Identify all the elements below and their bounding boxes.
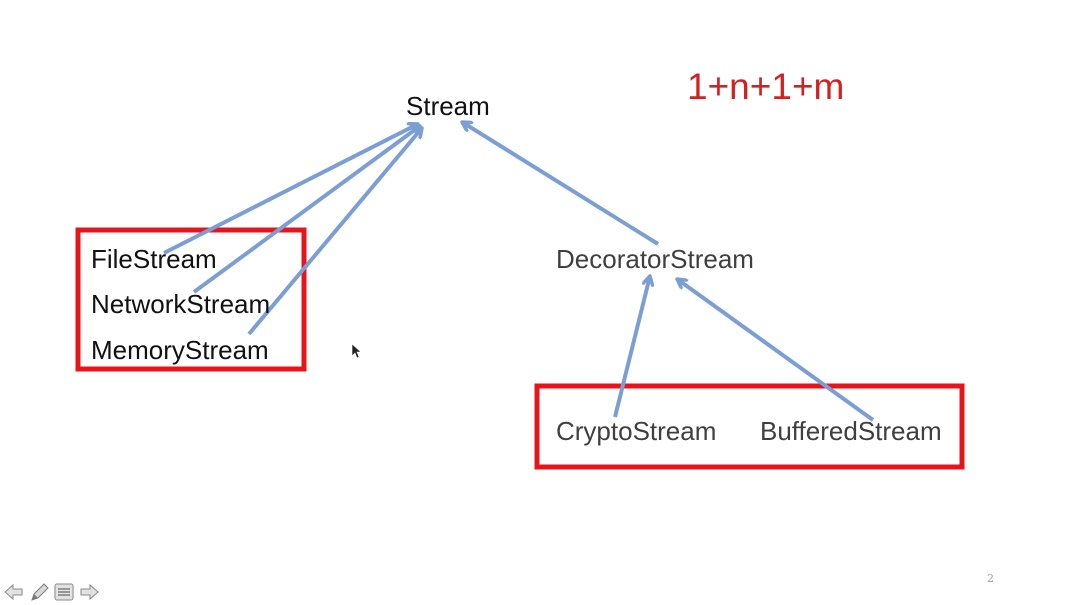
arrow-cryptostream-to-decorator: [613, 276, 650, 418]
decorated-streams-box: [534, 383, 965, 470]
menu-icon[interactable]: [53, 582, 75, 602]
arrow-memorystream-to-stream: [247, 128, 422, 336]
arrow-left-icon[interactable]: [3, 582, 25, 602]
arrow-networkstream-to-stream: [192, 126, 420, 294]
slideshow-toolbar: [3, 582, 100, 602]
node-decoratorstream: DecoratorStream: [556, 244, 754, 274]
arrow-filestream-to-stream: [163, 124, 418, 255]
node-networkstream: NetworkStream: [91, 289, 271, 319]
formula-text: 1+n+1+m: [687, 66, 845, 107]
arrow-right-icon[interactable]: [78, 582, 100, 602]
arrow-bufferedstream-to-decorator: [677, 279, 875, 422]
node-stream: Stream: [406, 91, 490, 121]
mouse-cursor-icon: [351, 343, 362, 359]
node-memorystream: MemoryStream: [91, 335, 269, 365]
pen-icon[interactable]: [28, 582, 50, 602]
node-bufferedstream: BufferedStream: [760, 416, 942, 446]
slide-number: 2: [987, 572, 994, 585]
node-filestream: FileStream: [91, 244, 217, 274]
concrete-streams-box: [75, 227, 307, 372]
arrow-decoratorstream-to-stream: [462, 122, 660, 246]
node-cryptostream: CryptoStream: [556, 416, 717, 446]
